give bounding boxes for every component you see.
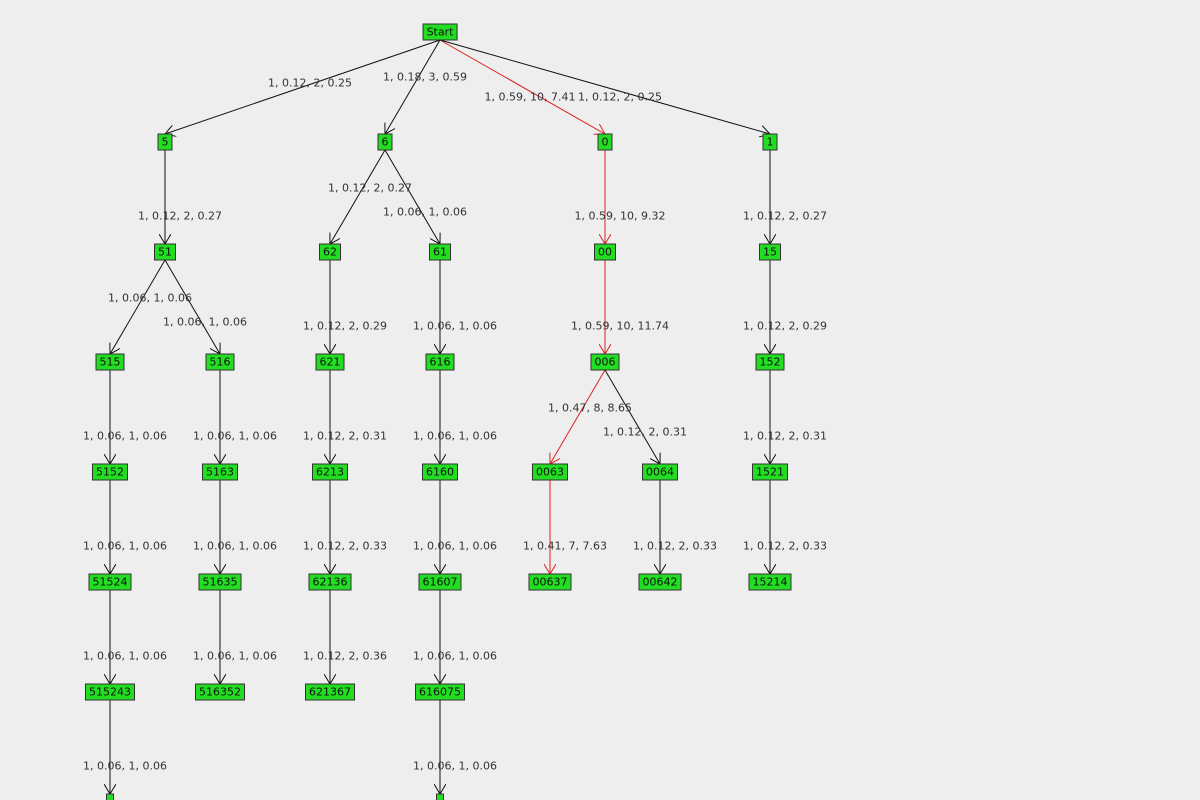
edge-label-516-5163: 1, 0.06, 1, 0.06 xyxy=(193,429,277,443)
edge-label-51635-516352: 1, 0.06, 1, 0.06 xyxy=(193,649,277,663)
node-start[interactable]: Start xyxy=(422,23,458,41)
node-1521[interactable]: 1521 xyxy=(752,463,788,481)
node-0063[interactable]: 0063 xyxy=(532,463,568,481)
node-515[interactable]: 515 xyxy=(95,353,125,371)
node-1[interactable]: 1 xyxy=(762,133,778,151)
node-51635[interactable]: 51635 xyxy=(198,573,242,591)
node-00[interactable]: 00 xyxy=(594,243,616,261)
node-5152433[interactable] xyxy=(106,793,114,800)
node-15[interactable]: 15 xyxy=(759,243,781,261)
edge-label-6213-62136: 1, 0.12, 2, 0.33 xyxy=(303,539,387,553)
edge-label-5152-51524: 1, 0.06, 1, 0.06 xyxy=(83,539,167,553)
node-6[interactable]: 6 xyxy=(377,133,393,151)
edge-label-start-5: 1, 0.12, 2, 0.25 xyxy=(268,76,352,90)
edge-label-621-6213: 1, 0.12, 2, 0.31 xyxy=(303,429,387,443)
node-00637[interactable]: 00637 xyxy=(528,573,572,591)
edge-label-616075-6160754: 1, 0.06, 1, 0.06 xyxy=(413,759,497,773)
edge-label-51-516: 1, 0.06, 1, 0.06 xyxy=(163,315,247,329)
edge-label-00-006: 1, 0.59, 10, 11.74 xyxy=(571,319,669,333)
edge-label-1-15: 1, 0.12, 2, 0.27 xyxy=(743,209,827,223)
node-5163[interactable]: 5163 xyxy=(202,463,238,481)
node-621[interactable]: 621 xyxy=(315,353,345,371)
node-0[interactable]: 0 xyxy=(597,133,613,151)
edge-label-61-616: 1, 0.06, 1, 0.06 xyxy=(413,319,497,333)
edge-label-15-152: 1, 0.12, 2, 0.29 xyxy=(743,319,827,333)
edge-label-6160-61607: 1, 0.06, 1, 0.06 xyxy=(413,539,497,553)
edge-label-6-61: 1, 0.06, 1, 0.06 xyxy=(383,205,467,219)
node-51[interactable]: 51 xyxy=(154,243,176,261)
node-152[interactable]: 152 xyxy=(755,353,785,371)
edge-start-1 xyxy=(439,39,770,134)
edge-label-62-621: 1, 0.12, 2, 0.29 xyxy=(303,319,387,333)
node-616[interactable]: 616 xyxy=(425,353,455,371)
edge-label-5-51: 1, 0.12, 2, 0.27 xyxy=(138,209,222,223)
node-006[interactable]: 006 xyxy=(590,353,620,371)
node-61[interactable]: 61 xyxy=(429,243,451,261)
node-62136[interactable]: 62136 xyxy=(308,573,352,591)
edge-006-0064 xyxy=(604,369,660,464)
edge-label-61607-616075: 1, 0.06, 1, 0.06 xyxy=(413,649,497,663)
node-6160[interactable]: 6160 xyxy=(422,463,458,481)
node-51524[interactable]: 51524 xyxy=(88,573,132,591)
node-515243[interactable]: 515243 xyxy=(85,683,135,701)
edge-label-616-6160: 1, 0.06, 1, 0.06 xyxy=(413,429,497,443)
edge-51-515 xyxy=(110,259,166,354)
node-15214[interactable]: 15214 xyxy=(748,573,792,591)
edge-label-0064-00642: 1, 0.12, 2, 0.33 xyxy=(633,539,717,553)
edge-006-0063 xyxy=(550,369,606,464)
node-616075[interactable]: 616075 xyxy=(415,683,465,701)
edge-label-start-1: 1, 0.12, 2, 0.25 xyxy=(578,90,662,104)
edge-label-0-00: 1, 0.59, 10, 9.32 xyxy=(574,209,666,223)
edge-51-516 xyxy=(164,259,220,354)
edge-label-006-0064: 1, 0.12, 2, 0.31 xyxy=(603,425,687,439)
node-62[interactable]: 62 xyxy=(319,243,341,261)
node-5152[interactable]: 5152 xyxy=(92,463,128,481)
edge-label-62136-621367: 1, 0.12, 2, 0.36 xyxy=(303,649,387,663)
edge-start-0 xyxy=(439,39,605,134)
edge-label-515-5152: 1, 0.06, 1, 0.06 xyxy=(83,429,167,443)
node-6160754[interactable] xyxy=(436,793,444,800)
edge-start-5 xyxy=(165,39,441,134)
edge-label-5163-51635: 1, 0.06, 1, 0.06 xyxy=(193,539,277,553)
edge-label-0063-00637: 1, 0.41, 7, 7.63 xyxy=(523,539,607,553)
edge-label-152-1521: 1, 0.12, 2, 0.31 xyxy=(743,429,827,443)
node-621367[interactable]: 621367 xyxy=(305,683,355,701)
edge-label-start-6: 1, 0.18, 3, 0.59 xyxy=(383,70,467,84)
edge-label-start-0: 1, 0.59, 10, 7.41 xyxy=(484,90,576,104)
edge-label-006-0063: 1, 0.47, 8, 8.65 xyxy=(548,401,632,415)
node-516352[interactable]: 516352 xyxy=(195,683,245,701)
edge-label-51524-515243: 1, 0.06, 1, 0.06 xyxy=(83,649,167,663)
node-0064[interactable]: 0064 xyxy=(642,463,678,481)
edge-label-6-62: 1, 0.12, 2, 0.27 xyxy=(328,181,412,195)
edge-label-515243-5152433: 1, 0.06, 1, 0.06 xyxy=(83,759,167,773)
edge-6-62 xyxy=(330,149,386,244)
node-61607[interactable]: 61607 xyxy=(418,573,462,591)
node-00642[interactable]: 00642 xyxy=(638,573,682,591)
node-5[interactable]: 5 xyxy=(157,133,173,151)
edge-label-51-515: 1, 0.06, 1, 0.06 xyxy=(108,291,192,305)
node-6213[interactable]: 6213 xyxy=(312,463,348,481)
edge-label-1521-15214: 1, 0.12, 2, 0.33 xyxy=(743,539,827,553)
edge-start-6 xyxy=(385,39,441,134)
node-516[interactable]: 516 xyxy=(205,353,235,371)
edge-6-61 xyxy=(384,149,440,244)
